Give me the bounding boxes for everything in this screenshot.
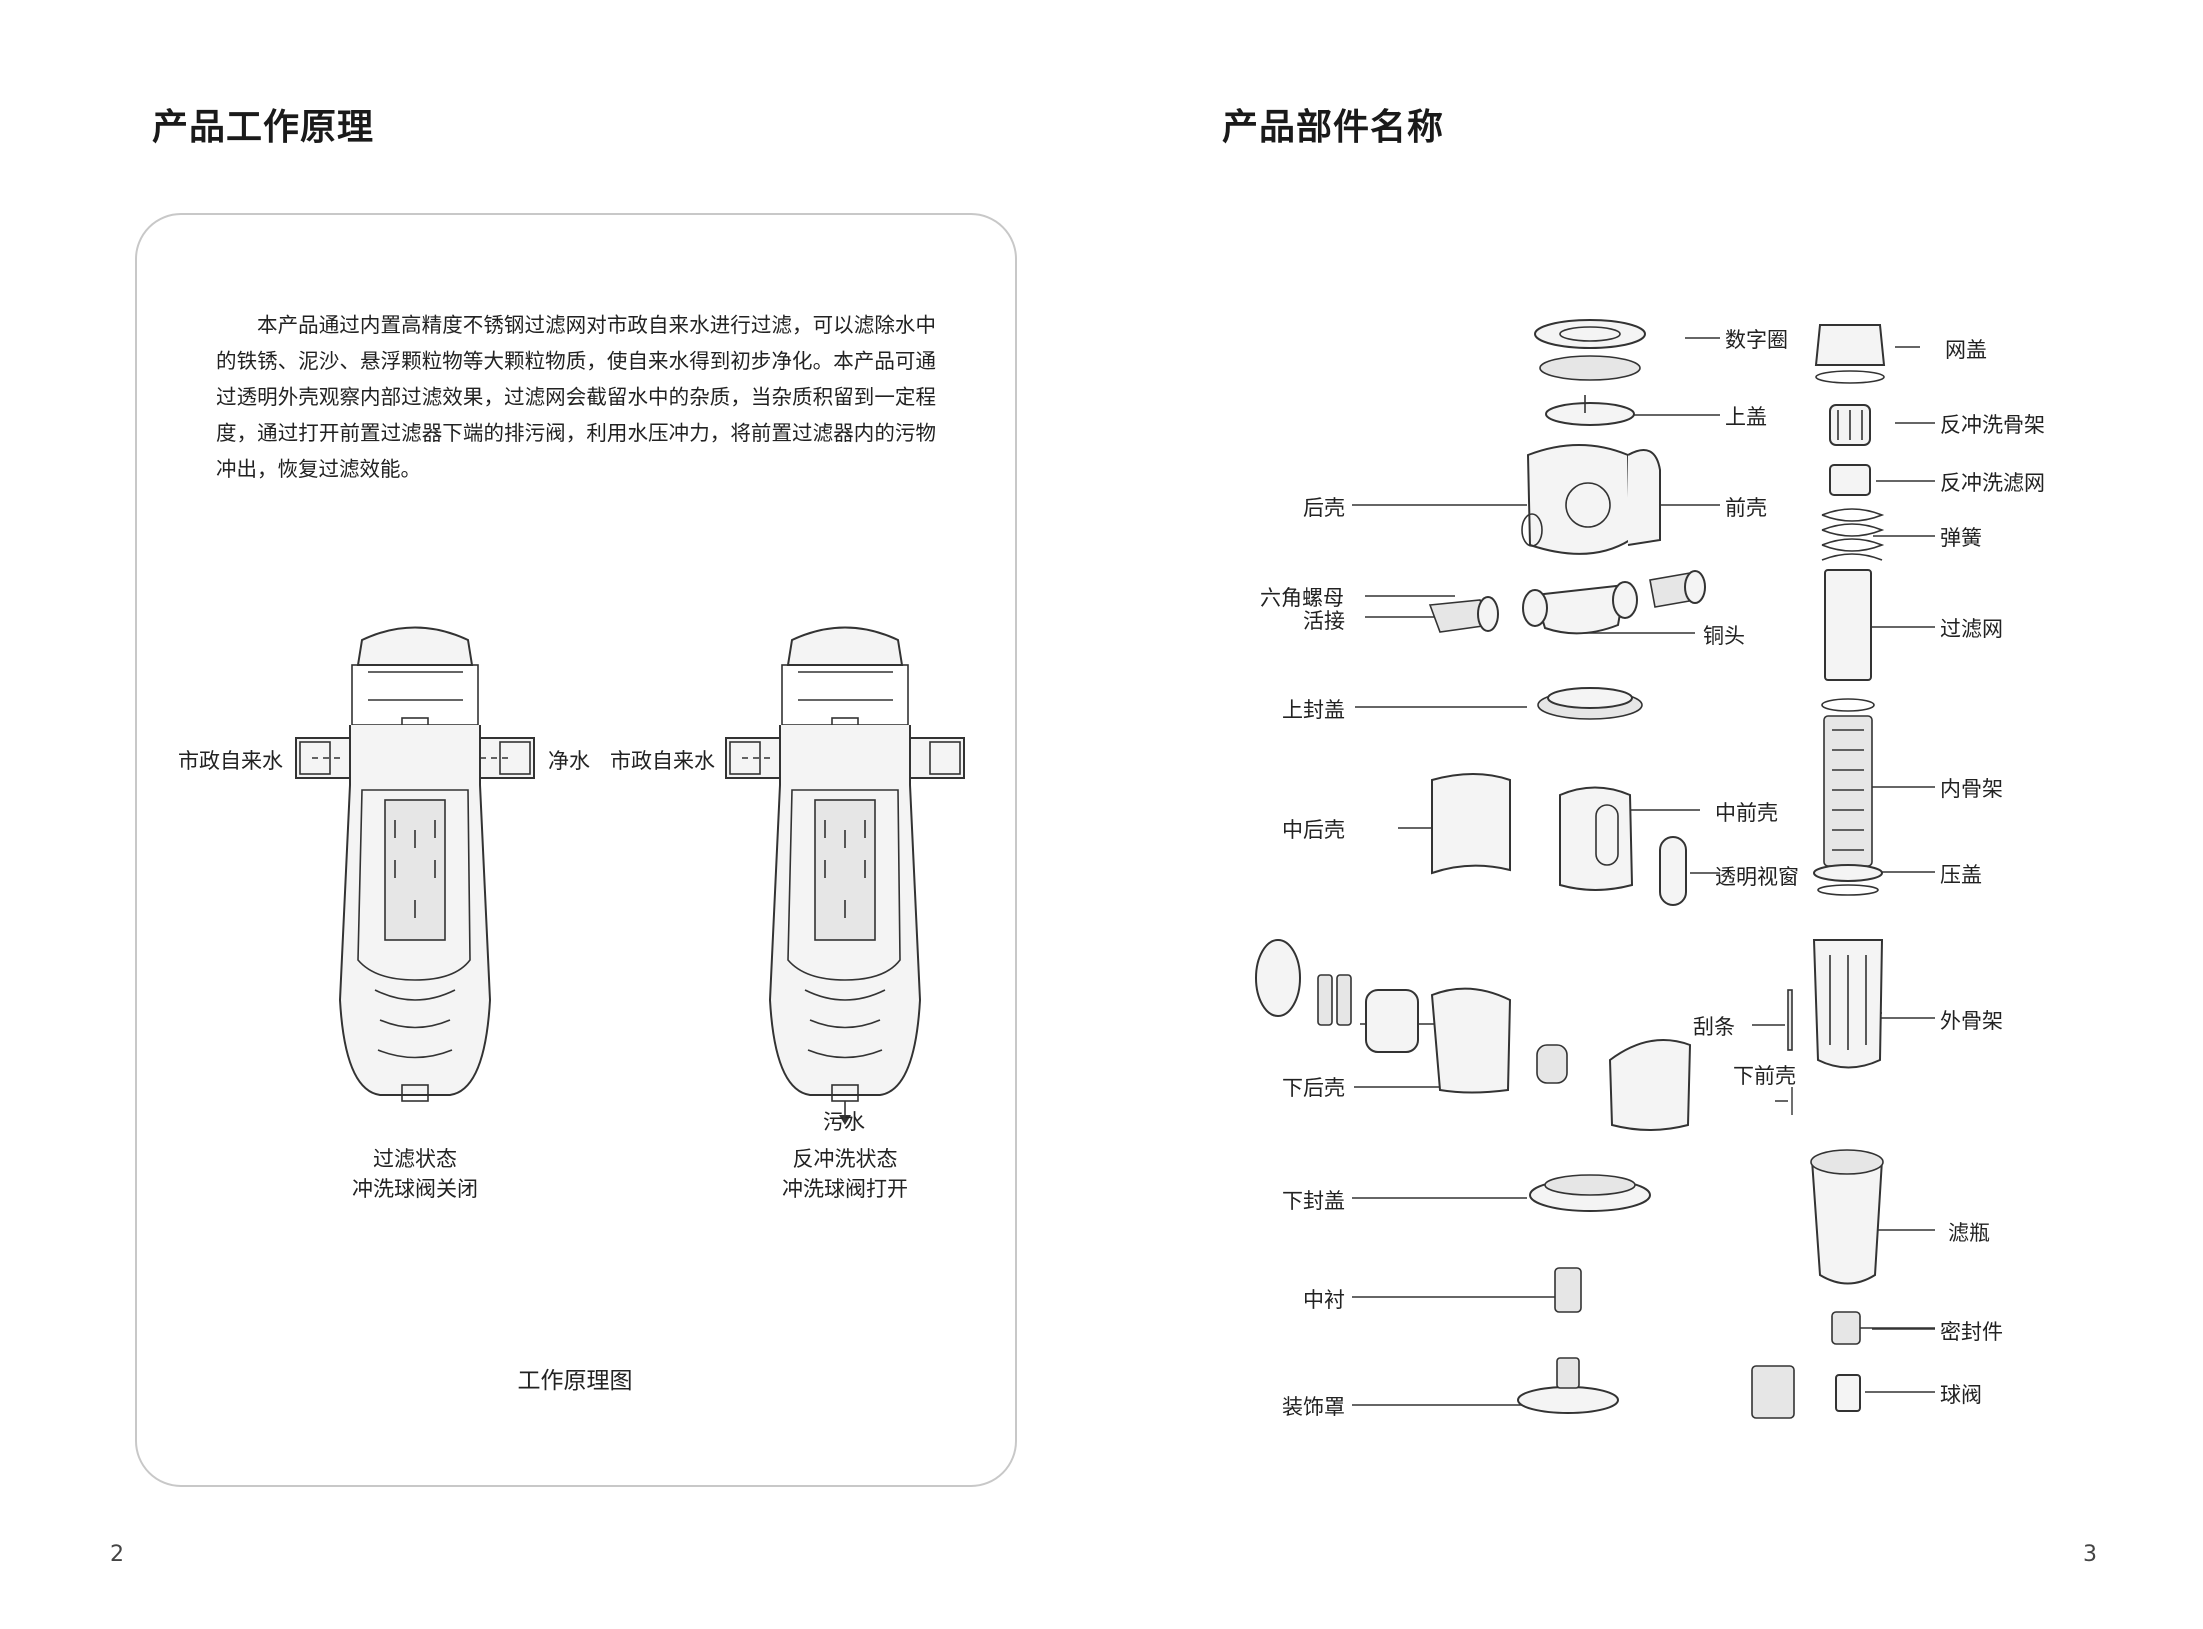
part-label-bottle: 滤瓶 bbox=[1948, 1221, 1990, 1245]
part-label-scraper: 刮条 bbox=[1693, 1015, 1735, 1039]
leader-lines bbox=[1352, 337, 1935, 1406]
principle-description: 本产品通过内置高精度不锈钢过滤网对市政自来水进行过滤，可以滤除水中的铁锈、泥沙、… bbox=[216, 313, 936, 481]
backwash-state-line2: 冲洗球阀打开 bbox=[782, 1177, 908, 1201]
part-label-middle-front-shell: 中前壳 bbox=[1715, 801, 1778, 825]
part-label-decor-cover: 装饰罩 bbox=[1282, 1395, 1345, 1419]
part-label-mesh-cap: 网盖 bbox=[1945, 338, 1987, 362]
backwash-inlet-label: 市政自来水 bbox=[610, 749, 715, 773]
part-label-ball-valve: 球阀 bbox=[1940, 1383, 1982, 1407]
part-label-lower-seal-cap: 下封盖 bbox=[1282, 1189, 1345, 1213]
part-label-middle-rear-shell: 中后壳 bbox=[1282, 818, 1345, 842]
filter-state-line2: 冲洗球阀关闭 bbox=[352, 1177, 478, 1201]
page-title-part-names: 产品部件名称 bbox=[1222, 107, 1445, 148]
filter-outlet-label: 净水 bbox=[548, 749, 590, 773]
filter-state-line1: 过滤状态 bbox=[373, 1147, 457, 1171]
page-number-left: 2 bbox=[110, 1542, 124, 1567]
diagram-caption: 工作原理图 bbox=[517, 1368, 633, 1394]
part-label-filter-mesh: 过滤网 bbox=[1940, 617, 2003, 641]
page-number-right: 3 bbox=[2083, 1542, 2097, 1567]
part-label-lower-rear-shell: 下后壳 bbox=[1282, 1076, 1345, 1100]
filter-inlet-label: 市政自来水 bbox=[178, 749, 283, 773]
filter-state-unit bbox=[295, 626, 535, 1102]
part-label-outer-frame: 外骨架 bbox=[1940, 1009, 2003, 1033]
part-label-upper-seal-cap: 上封盖 bbox=[1282, 698, 1345, 722]
part-label-digit-ring: 数字圈 bbox=[1725, 328, 1788, 352]
part-label-backwash-frame: 反冲洗骨架 bbox=[1940, 413, 2045, 437]
part-label-hex-nut: 六角螺母 bbox=[1260, 586, 1344, 610]
part-label-backwash-mesh: 反冲洗滤网 bbox=[1940, 471, 2045, 495]
backwash-state-unit bbox=[725, 626, 965, 1125]
backwash-state-caption: 反冲洗状态 冲洗球阀打开 bbox=[765, 1144, 925, 1204]
part-label-middle-liner: 中衬 bbox=[1303, 1288, 1345, 1312]
part-label-front-shell: 前壳 bbox=[1725, 496, 1767, 520]
part-drawings bbox=[1255, 319, 1886, 1419]
part-label-lower-front-shell: 下前壳 bbox=[1733, 1064, 1796, 1088]
backwash-drain-label: 污水 bbox=[823, 1110, 865, 1134]
part-label-upper-cap: 上盖 bbox=[1725, 405, 1767, 429]
part-label-copper-head: 铜头 bbox=[1703, 624, 1745, 648]
part-label-spring: 弹簧 bbox=[1940, 526, 1982, 550]
filter-state-caption: 过滤状态 冲洗球阀关闭 bbox=[335, 1144, 495, 1204]
part-label-pressure-cap: 压盖 bbox=[1940, 863, 1982, 887]
part-label-seal: 密封件 bbox=[1940, 1320, 2003, 1344]
part-label-rear-shell: 后壳 bbox=[1303, 496, 1345, 520]
part-label-inner-frame: 内骨架 bbox=[1940, 777, 2003, 801]
principle-panel bbox=[135, 213, 1017, 1487]
page-title-working-principle: 产品工作原理 bbox=[152, 107, 375, 148]
part-label-transparent-window: 透明视窗 bbox=[1715, 865, 1799, 889]
part-label-union: 活接 bbox=[1303, 609, 1345, 633]
backwash-state-line1: 反冲洗状态 bbox=[792, 1147, 898, 1171]
